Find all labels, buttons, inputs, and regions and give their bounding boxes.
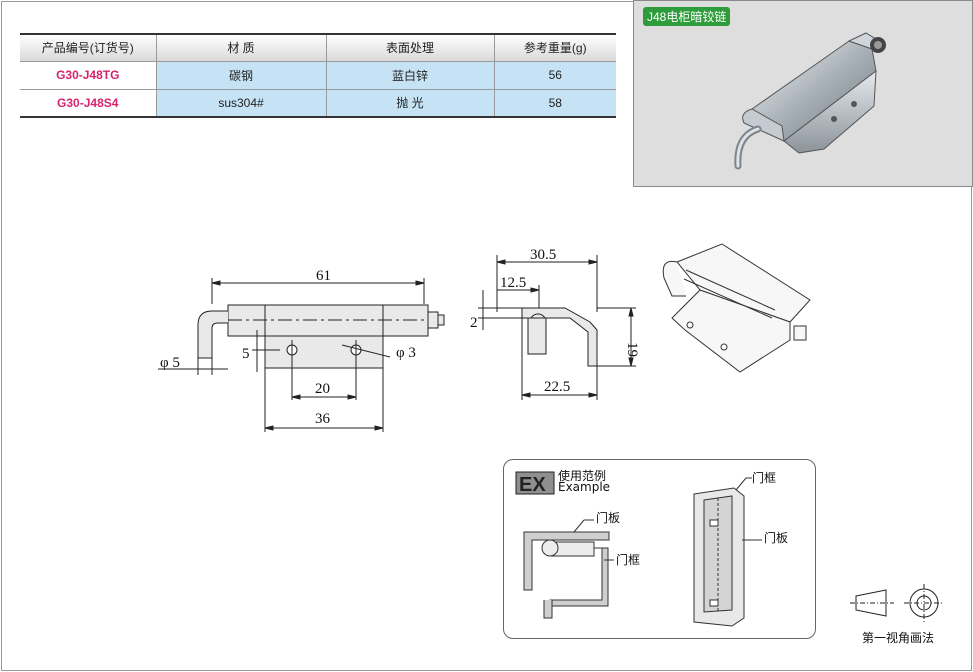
- cell-material: sus304#: [155, 88, 327, 118]
- dim-center: 12.5: [500, 275, 526, 291]
- dim-width-top: 30.5: [530, 247, 556, 263]
- isometric-view: [662, 243, 811, 373]
- header-weight: 参考重量(g): [493, 33, 616, 62]
- hinge-photo: [734, 32, 886, 170]
- dim-offset: 5: [242, 346, 250, 362]
- dim-pin-dia: φ 5: [160, 355, 180, 371]
- table-header-row: 产品编号(订货号) 材 质 表面处理 参考重量(g): [20, 33, 616, 62]
- projection-symbol: 第一视角画法: [850, 584, 944, 645]
- dim-hole-pitch: 20: [315, 381, 330, 397]
- dim-61: 61: [316, 268, 331, 284]
- example-title-cn: 使用范例: [558, 468, 606, 483]
- example-section-view: [523, 519, 614, 619]
- label-door-panel-iso: 门板: [764, 530, 788, 545]
- product-photo-panel: J48电柜暗铰链: [633, 0, 973, 187]
- usage-example-box: EX 使用范例 Example 门板 门框 门框 门板: [503, 459, 816, 639]
- label-door-frame-iso: 门框: [752, 470, 776, 485]
- example-badge: EX: [519, 474, 546, 496]
- label-door-frame: 门框: [616, 552, 640, 567]
- usage-example-drawing: EX 使用范例 Example 门板 门框 门框 门板: [515, 468, 788, 627]
- label-door-panel: 门板: [596, 510, 620, 525]
- example-title-en: Example: [558, 480, 610, 494]
- product-name-tag: J48电柜暗铰链: [643, 7, 731, 26]
- table-row: G30-J48S4 sus304# 抛 光 58: [20, 88, 616, 118]
- dim-hole-dia: φ 3: [396, 345, 416, 361]
- dim-thickness: 2: [470, 315, 478, 331]
- dim-height: 19: [624, 342, 640, 357]
- cell-weight: 58: [493, 88, 616, 118]
- cell-code: G30-J48S4: [20, 88, 157, 118]
- dim-plate-length: 36: [315, 411, 331, 427]
- projection-label: 第一视角画法: [862, 630, 934, 645]
- cell-finish: 蓝白锌: [325, 60, 495, 90]
- example-iso-view: [693, 477, 762, 627]
- table-row: G30-J48TG 碳钢 蓝白锌 56: [20, 60, 616, 90]
- cell-finish: 抛 光: [325, 88, 495, 118]
- side-view: [478, 255, 636, 400]
- front-view: [158, 278, 445, 432]
- dim-width-bottom: 22.5: [544, 379, 570, 395]
- spec-table: 产品编号(订货号) 材 质 表面处理 参考重量(g) G30-J48TG 碳钢 …: [20, 33, 616, 118]
- cell-weight: 56: [493, 60, 616, 90]
